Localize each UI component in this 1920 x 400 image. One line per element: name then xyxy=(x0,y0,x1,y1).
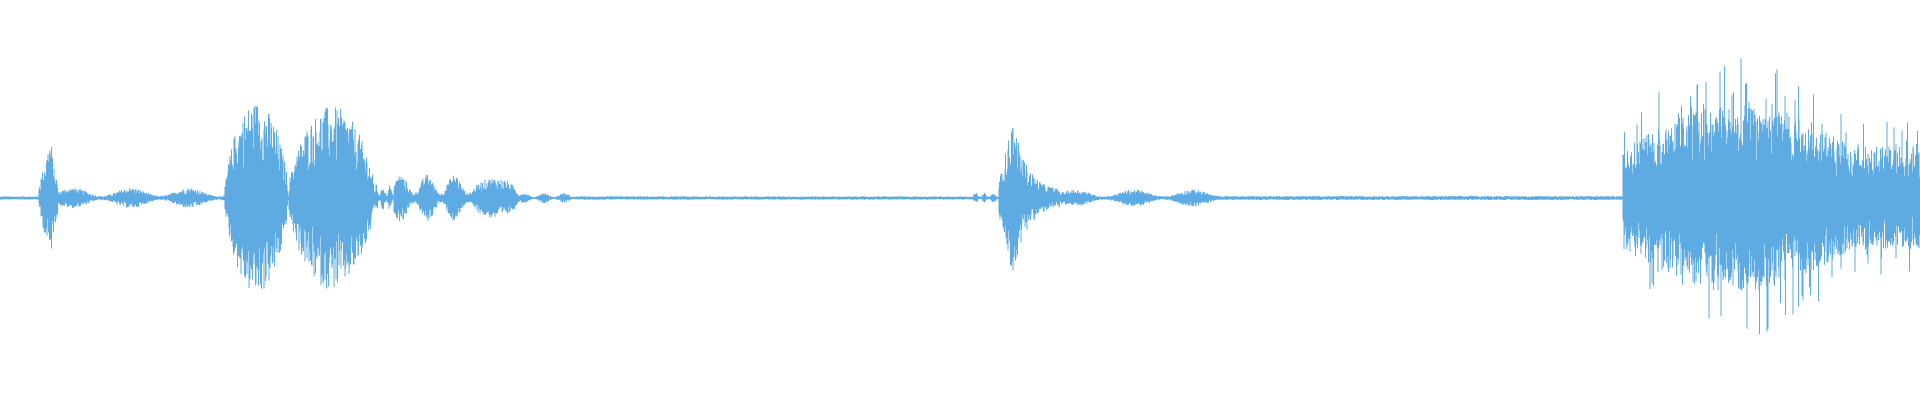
waveform-trace xyxy=(0,58,1920,334)
